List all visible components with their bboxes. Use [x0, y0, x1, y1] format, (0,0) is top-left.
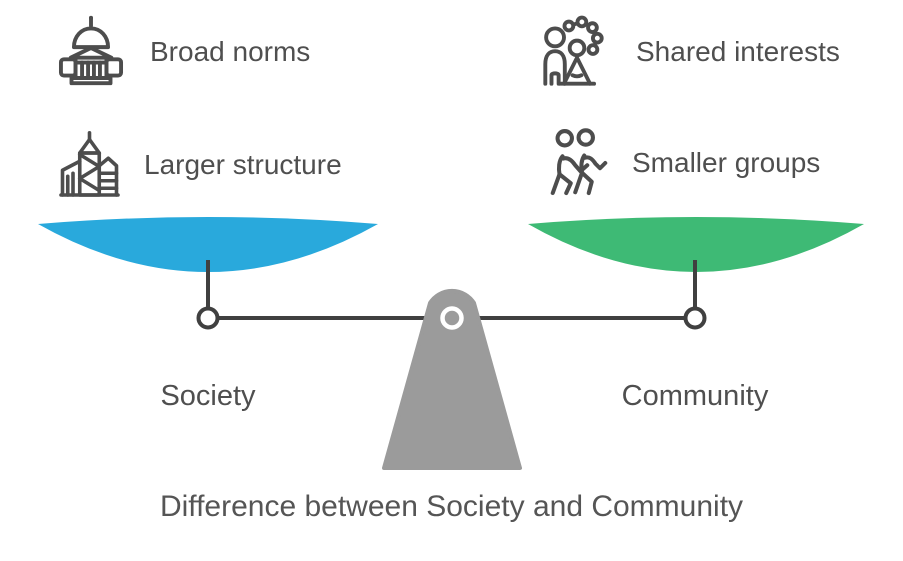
- society-label: Society: [160, 380, 256, 412]
- city-buildings-icon: [59, 130, 120, 197]
- community-label: Community: [621, 380, 769, 412]
- people-network-icon: [543, 15, 604, 86]
- feature-label: Broad norms: [150, 36, 311, 67]
- right-pivot-circle: [683, 306, 707, 330]
- feature-label: Larger structure: [144, 149, 342, 180]
- feature-item: Broad norms: [52, 12, 310, 92]
- diagram-title: Difference between Society and Community: [159, 490, 744, 523]
- feature-item: Larger structure: [52, 128, 342, 202]
- feature-item: Smaller groups: [540, 126, 820, 200]
- fulcrum-ring: [440, 306, 464, 330]
- fulcrum: [382, 288, 522, 470]
- walking-people-icon: [550, 128, 608, 196]
- society-pan: [38, 217, 378, 272]
- community-pan: [528, 217, 864, 272]
- capitol-building-icon: [58, 15, 124, 86]
- feature-item: Shared interests: [538, 12, 840, 92]
- feature-label: Smaller groups: [632, 147, 821, 178]
- feature-label: Shared interests: [636, 36, 840, 67]
- left-pivot-circle: [196, 306, 220, 330]
